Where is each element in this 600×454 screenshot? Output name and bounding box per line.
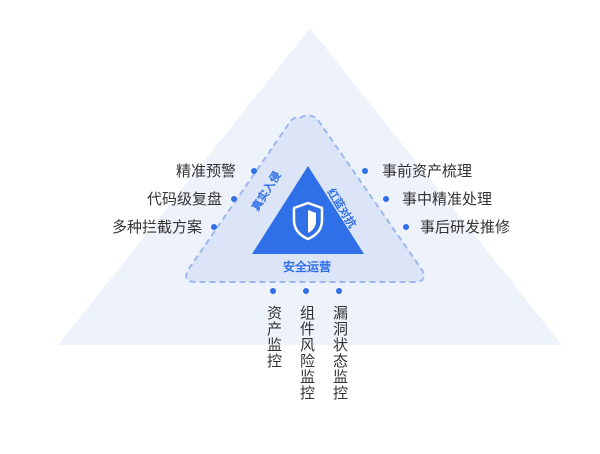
left-dot-3 [211, 224, 217, 230]
bottom-dot-1 [270, 288, 276, 294]
right-dot-2 [383, 196, 389, 202]
shield-icon [292, 201, 324, 241]
left-label-1: 精准预警 [175, 162, 236, 180]
bottom-label-1: 资产监控 [265, 305, 283, 369]
bottom-label-3: 漏洞状态监控 [331, 305, 349, 401]
left-label-2: 代码级复盘 [146, 190, 222, 208]
left-dot-2 [231, 196, 237, 202]
right-label-2: 事中精准处理 [402, 190, 493, 208]
bottom-dot-3 [336, 288, 342, 294]
left-label-3: 多种拦截方案 [111, 218, 202, 236]
right-dot-3 [403, 224, 409, 230]
bottom-label-2: 组件风险监控 [298, 305, 316, 401]
bottom-dot-2 [303, 288, 309, 294]
right-label-1: 事前资产梳理 [382, 162, 473, 180]
right-label-3: 事后研发推修 [420, 218, 511, 236]
left-dot-1 [251, 168, 257, 174]
inner-edge-bottom-label: 安全运营 [283, 260, 332, 274]
right-dot-1 [362, 168, 368, 174]
